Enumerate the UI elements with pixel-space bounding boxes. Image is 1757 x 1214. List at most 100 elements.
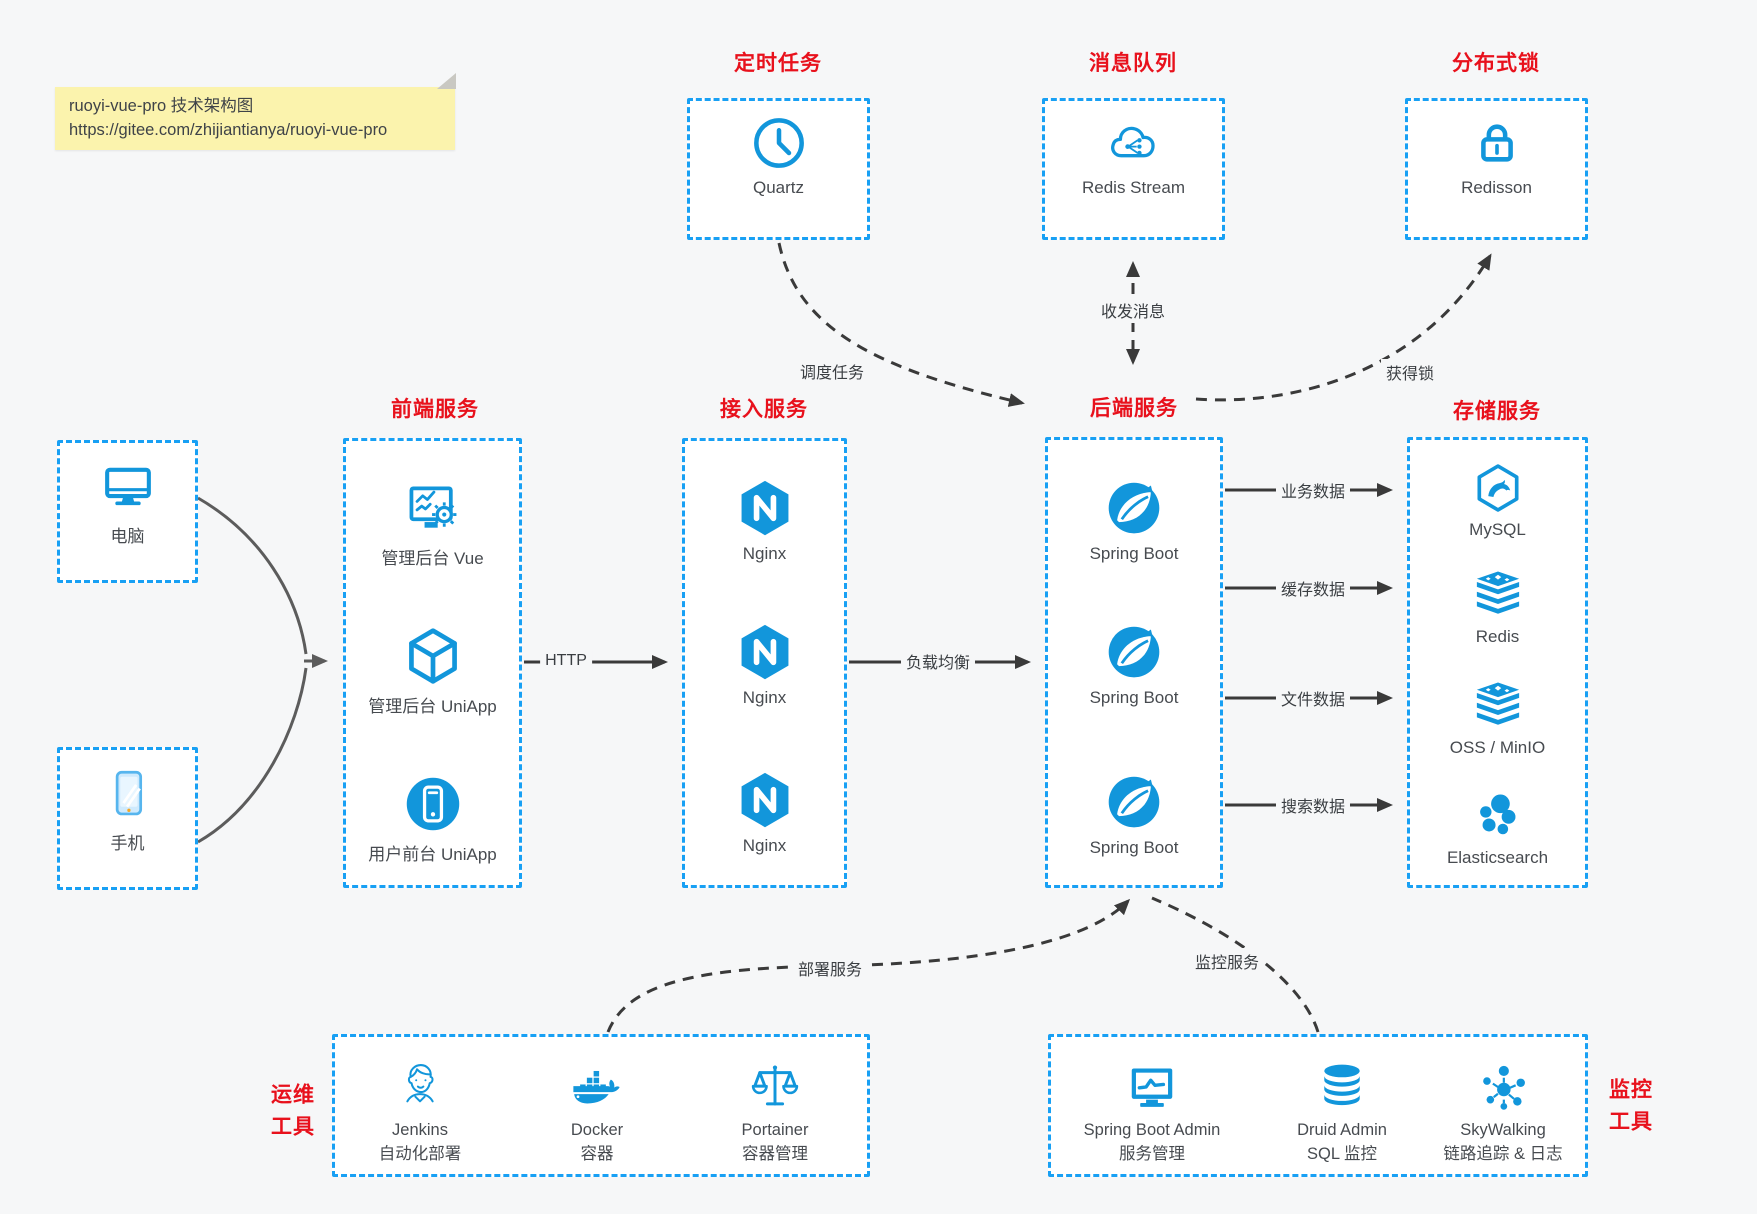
node-label: Elasticsearch — [1446, 848, 1549, 867]
group-title-storage: 存储服务 — [1453, 400, 1541, 423]
nginx-icon — [682, 478, 847, 538]
edge-deploy-service — [606, 898, 1131, 1033]
node-label: Portainer — [741, 1121, 809, 1139]
node-label: Spring Boot Admin — [1083, 1121, 1221, 1139]
box-monitor — [1048, 1034, 1588, 1177]
desktop-icon — [57, 458, 198, 516]
node-nginx-2: Nginx — [682, 622, 847, 708]
node-springboot-2: Spring Boot — [1045, 622, 1223, 708]
spring-leaf-icon — [1045, 478, 1223, 538]
edge-pc-merge — [197, 496, 308, 655]
node-mobile: 手机 — [57, 765, 198, 854]
group-title-scheduler: 定时任务 — [734, 52, 822, 75]
node-sublabel: 链路追踪 & 日志 — [1443, 1144, 1563, 1163]
edge-label-file-data: 文件数据 — [1275, 685, 1351, 711]
group-title-mq: 消息队列 — [1089, 52, 1177, 75]
sticky-note: ruoyi-vue-pro 技术架构图 https://gitee.com/zh… — [55, 87, 455, 150]
node-label: MySQL — [1469, 520, 1526, 539]
clock-icon — [687, 114, 870, 172]
node-sublabel: 自动化部署 — [378, 1144, 462, 1163]
node-springboot-admin: Spring Boot Admin 服务管理 — [1052, 1060, 1252, 1167]
edge-label-deploy-service: 部署服务 — [792, 955, 868, 981]
node-oss-minio: OSS / MinIO — [1407, 680, 1588, 758]
nginx-icon — [682, 770, 847, 830]
group-title-lock: 分布式锁 — [1452, 52, 1540, 75]
redis-stack-icon — [1407, 680, 1588, 732]
box-lock — [1405, 98, 1588, 240]
cloud-share-icon — [1042, 114, 1225, 172]
edge-label-search-data: 搜索数据 — [1275, 792, 1351, 818]
phone-circle-icon — [343, 774, 522, 834]
edge-mobile-merge — [197, 667, 308, 844]
lock-icon — [1405, 114, 1588, 172]
node-admin-uniapp: 管理后台 UniApp — [343, 626, 522, 717]
node-label: Quartz — [752, 178, 805, 197]
node-label: Druid Admin — [1297, 1121, 1387, 1139]
redis-stack-icon — [1407, 569, 1588, 621]
monitor-title-line2: 工具 — [1609, 1110, 1653, 1133]
edge-label-acquire-lock: 获得锁 — [1380, 359, 1440, 385]
node-user-uniapp: 用户前台 UniApp — [343, 774, 522, 865]
edge-schedule-task — [777, 242, 1025, 407]
monitor-title-line1: 监控 — [1609, 1078, 1653, 1102]
group-title-gateway: 接入服务 — [720, 398, 808, 421]
node-sublabel: 容器管理 — [742, 1144, 808, 1163]
node-docker: Docker 容器 — [507, 1060, 687, 1167]
elasticsearch-icon — [1407, 790, 1588, 842]
group-title-backend: 后端服务 — [1090, 397, 1178, 420]
node-label: Docker — [570, 1121, 624, 1139]
node-graph-icon — [1403, 1060, 1603, 1114]
node-label: Spring Boot — [1089, 838, 1179, 857]
node-nginx-3: Nginx — [682, 770, 847, 856]
node-label: 电脑 — [110, 527, 145, 546]
node-springboot-1: Spring Boot — [1045, 478, 1223, 564]
edge-label-business-data: 业务数据 — [1275, 477, 1351, 503]
sticky-note-fold — [437, 73, 456, 89]
box-ops — [332, 1034, 870, 1177]
node-label: 管理后台 Vue — [381, 549, 484, 568]
spring-leaf-icon — [1045, 772, 1223, 832]
node-label: Nginx — [742, 688, 787, 707]
smartphone-icon — [57, 765, 198, 823]
nginx-icon — [682, 622, 847, 682]
edge-acquire-lock — [1195, 253, 1492, 402]
note-url: https://gitee.com/zhijiantianya/ruoyi-vu… — [69, 120, 388, 139]
node-label: Redisson — [1461, 178, 1532, 197]
node-admin-vue: 管理后台 Vue — [343, 478, 522, 569]
admin-vue-icon — [343, 478, 522, 538]
scales-icon — [685, 1060, 865, 1114]
note-title: ruoyi-vue-pro 技术架构图 — [69, 97, 254, 115]
ops-title-line1: 运维 — [271, 1083, 315, 1107]
node-label: Nginx — [742, 836, 787, 855]
node-label: OSS / MinIO — [1449, 738, 1546, 757]
node-portainer: Portainer 容器管理 — [685, 1060, 865, 1167]
node-sublabel: 服务管理 — [1119, 1144, 1185, 1163]
node-label: SkyWalking — [1460, 1121, 1546, 1139]
node-skywalking: SkyWalking 链路追踪 & 日志 — [1403, 1060, 1603, 1167]
node-sublabel: 容器 — [580, 1144, 614, 1163]
node-label: 手机 — [110, 834, 145, 853]
node-springboot-3: Spring Boot — [1045, 772, 1223, 858]
edge-label-send-receive-message: 收发消息 — [1095, 297, 1171, 323]
spring-leaf-icon — [1045, 622, 1223, 682]
node-jenkins: Jenkins 自动化部署 — [330, 1060, 510, 1167]
node-label: 用户前台 UniApp — [368, 845, 497, 864]
node-mysql: MySQL — [1407, 462, 1588, 540]
monitor-chart-icon — [1052, 1060, 1252, 1114]
box-pc — [57, 440, 198, 583]
node-label: Spring Boot — [1089, 688, 1179, 707]
node-elasticsearch: Elasticsearch — [1407, 790, 1588, 868]
node-redisson: Redisson — [1405, 114, 1588, 198]
node-label: Jenkins — [392, 1121, 448, 1139]
node-pc: 电脑 — [57, 458, 198, 547]
node-redis: Redis — [1407, 569, 1588, 647]
mysql-icon — [1407, 462, 1588, 514]
group-title-frontend: 前端服务 — [391, 398, 479, 421]
node-label: Redis — [1475, 627, 1520, 646]
node-label: Redis Stream — [1082, 178, 1185, 197]
edge-label-http: HTTP — [540, 651, 592, 671]
cube-icon — [343, 626, 522, 686]
box-mq — [1042, 98, 1225, 240]
edge-label-load-balance: 负载均衡 — [900, 648, 976, 674]
node-label: 管理后台 UniApp — [368, 697, 497, 716]
